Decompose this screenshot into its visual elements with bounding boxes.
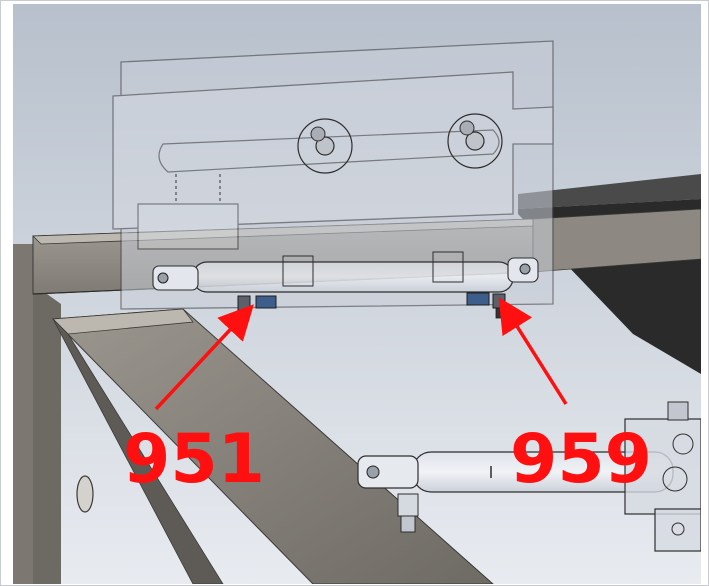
cad-scene: 951 959 (13, 4, 701, 584)
frame-left-post (13, 244, 94, 584)
frame-diagonal-brace (51, 308, 494, 584)
callout-label-959: 959 (510, 420, 652, 499)
callout-label-951: 951 (123, 420, 265, 499)
valve-manifold (624, 401, 701, 552)
lower-cylinder-assembly (357, 451, 674, 533)
cad-viewport[interactable]: 951 959 (13, 4, 701, 584)
plate-fasteners (175, 113, 503, 204)
callout-arrow-959 (498, 297, 568, 405)
callout-arrow-951 (154, 304, 254, 411)
